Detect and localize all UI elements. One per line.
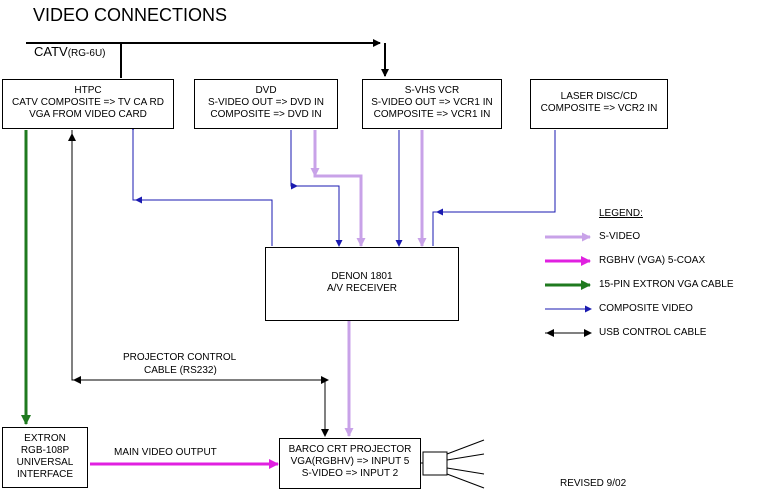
legend-composite-label: COMPOSITE VIDEO	[599, 303, 693, 314]
laser-disc-box: LASER DISC/CD COMPOSITE => VCR2 IN	[530, 79, 668, 129]
laser-line-1: COMPOSITE => VCR2 IN	[540, 103, 658, 114]
page-title: VIDEO CONNECTIONS	[33, 5, 228, 25]
projector-control-line	[68, 130, 329, 437]
legend-svideo-label: S-VIDEO	[599, 231, 641, 242]
legend-swatches	[545, 232, 592, 337]
receiver-line-1: A/V RECEIVER	[326, 283, 398, 294]
projector-control-label-1: PROJECTOR CONTROL	[123, 352, 237, 363]
projector-control-label-2: CABLE (RS232)	[144, 365, 217, 376]
composite-lines	[129, 124, 556, 247]
htpc-box: HTPC CATV COMPOSITE => TV CA RD VGA FROM…	[2, 79, 174, 129]
extron-line-3: INTERFACE	[16, 469, 74, 480]
control-htpc-line	[71, 130, 325, 381]
legend-heading: LEGEND:	[599, 208, 643, 219]
vcr-box: S-VHS VCR S-VIDEO OUT => VCR1 IN COMPOSI…	[362, 79, 502, 129]
legend-extron-label: 15-PIN EXTRON VGA CABLE	[599, 279, 734, 290]
projector-title: BARCO CRT PROJECTOR	[288, 444, 412, 455]
dvd-title: DVD	[255, 85, 277, 96]
laser-title: LASER DISC/CD	[560, 91, 638, 102]
dvd-line-1: S-VIDEO OUT => DVD IN	[208, 97, 324, 108]
projector-line-1: VGA(RGBHV) => INPUT 5	[290, 456, 410, 467]
receiver-box: DENON 1801 A/V RECEIVER	[265, 247, 459, 321]
catv-main-label: CATV	[34, 44, 68, 59]
projector-lens-icon	[421, 439, 485, 489]
legend-rgbhv-label: RGBHV (VGA) 5-COAX	[599, 255, 706, 266]
extron-line-2: UNIVERSAL	[16, 457, 74, 468]
dvd-line-2: COMPOSITE => DVD IN	[210, 109, 322, 120]
projector-line-2: S-VIDEO => INPUT 2	[301, 468, 399, 479]
htpc-line-1: CATV COMPOSITE => TV CA RD	[12, 97, 164, 108]
catv-cable-label: (RG-6U)	[67, 48, 106, 59]
htpc-line-2: VGA FROM VIDEO CARD	[29, 109, 147, 120]
extron-title: EXTRON	[24, 433, 66, 444]
dvd-box: DVD S-VIDEO OUT => DVD IN COMPOSITE => D…	[194, 79, 338, 129]
svideo-lines	[310, 130, 427, 437]
receiver-title: DENON 1801	[331, 271, 393, 282]
svideo-dvd-line	[313, 130, 366, 247]
revised-label: REVISED 9/02	[560, 478, 627, 489]
composite-htpc-line	[129, 124, 273, 246]
legend-control-label: USB CONTROL CABLE	[599, 327, 707, 338]
vcr-title: S-VHS VCR	[404, 85, 460, 96]
catv-label: CATV(RG-6U)	[34, 44, 106, 62]
extron-box: EXTRON RGB-108P UNIVERSAL INTERFACE	[2, 427, 88, 488]
composite-laser-line	[432, 130, 556, 246]
vcr-line-1: S-VIDEO OUT => VCR1 IN	[371, 97, 493, 108]
catv-line	[26, 39, 389, 78]
composite-dvd-line	[290, 130, 343, 247]
extron-line-1: RGB-108P	[20, 445, 70, 456]
vcr-line-2: COMPOSITE => VCR1 IN	[373, 109, 491, 120]
projector-box: BARCO CRT PROJECTOR VGA(RGBHV) => INPUT …	[279, 438, 421, 489]
htpc-title: HTPC	[74, 85, 102, 96]
main-video-output-label: MAIN VIDEO OUTPUT	[114, 447, 217, 458]
